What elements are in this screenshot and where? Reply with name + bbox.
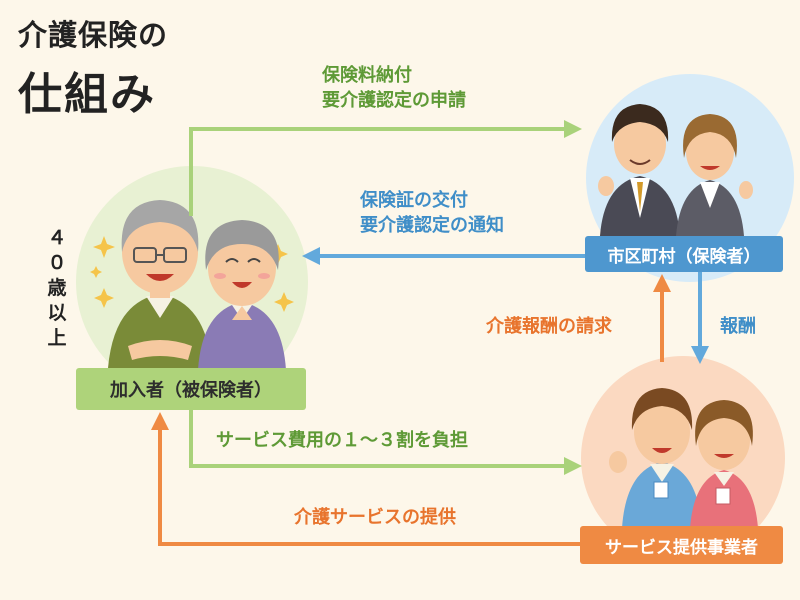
flow-label-line: 要介護認定の通知	[360, 215, 504, 236]
flow-label-premium: 保険料納付 要介護認定の申請	[322, 63, 466, 113]
flow-label-reward: 報酬	[720, 316, 756, 337]
age-char: 以	[47, 302, 67, 324]
flow-label-line: 保険料納付	[322, 65, 412, 86]
title-line-1: 介護保険の	[18, 18, 169, 52]
arrowhead-provider-to-insurer	[653, 274, 671, 292]
age-char: ０	[47, 252, 67, 274]
flow-label-copay: サービス費用の１～３割を負担	[216, 430, 468, 451]
flow-label-reward-claim: 介護報酬の請求	[486, 316, 612, 337]
flow-label-certificate: 保険証の交付 要介護認定の通知	[360, 188, 504, 238]
elderly-man-illustration	[108, 200, 212, 368]
insurer-node: 市区町村（保険者）	[585, 236, 783, 272]
age-label: ４ ０ 歳 以 上	[40, 226, 74, 351]
arrowhead-insurer-to-provider	[691, 346, 709, 364]
flow-label-line: 要介護認定の申請	[322, 90, 466, 111]
age-char: ４	[47, 227, 67, 249]
caregiver-woman-illustration	[690, 400, 758, 528]
arrowhead-insurer-to-member	[302, 247, 320, 265]
staff-woman-illustration	[676, 114, 753, 236]
flow-label-service: 介護サービスの提供	[294, 507, 456, 528]
arrowhead-provider-to-member	[151, 412, 169, 430]
elderly-woman-illustration	[198, 220, 286, 370]
caregiver-man-illustration	[609, 388, 702, 528]
arrow-provider-to-member	[158, 428, 580, 546]
provider-node: サービス提供事業者	[580, 526, 783, 564]
age-char: 歳	[47, 277, 67, 299]
flow-label-line: 保険証の交付	[360, 190, 468, 211]
arrow-member-to-provider	[189, 410, 566, 468]
member-node: 加入者（被保険者）	[76, 368, 306, 410]
age-char: 上	[47, 327, 67, 349]
arrow-member-to-insurer	[189, 127, 566, 216]
arrowhead-member-to-provider	[564, 457, 582, 475]
staff-man-illustration	[598, 104, 680, 236]
arrowhead-member-to-insurer	[564, 120, 582, 138]
title-line-2: 仕組み	[18, 69, 156, 120]
